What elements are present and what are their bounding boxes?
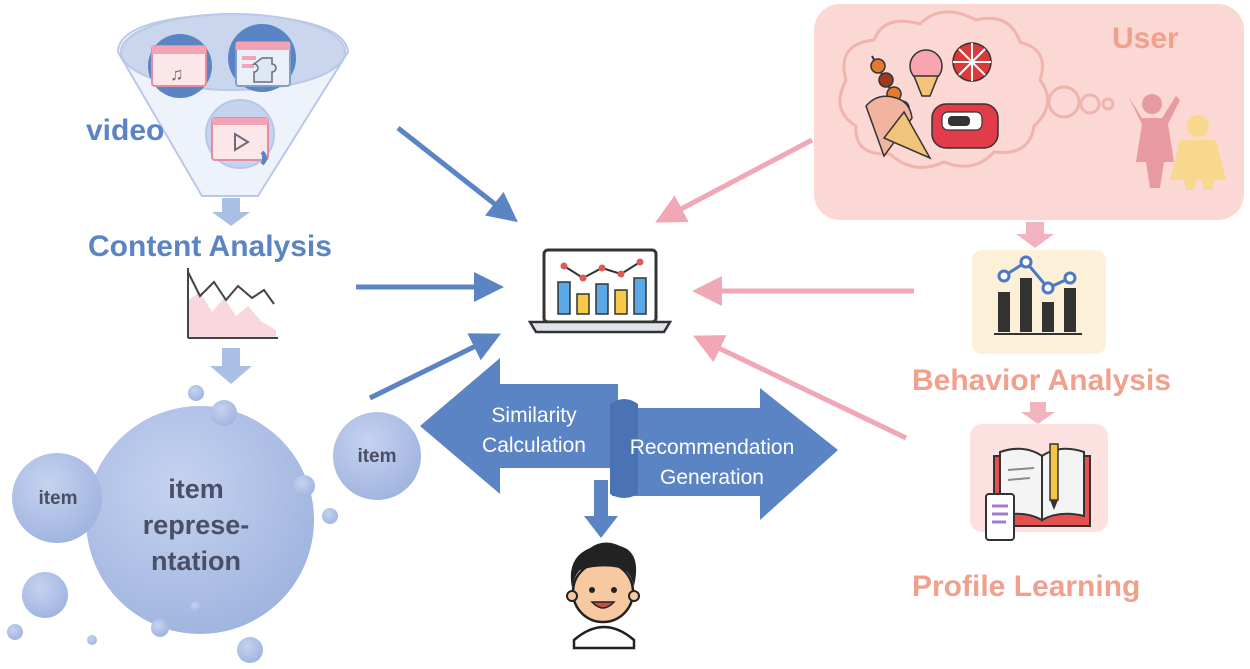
item-bubbles — [7, 385, 421, 663]
arrow-item-to-system — [368, 333, 501, 401]
music-video-icon: ♫ — [148, 34, 212, 98]
item-rep-line3: ntation — [151, 546, 241, 576]
down-arrow-icon — [1016, 222, 1054, 248]
down-arrow-icon — [212, 198, 250, 226]
item-label-mid: item — [357, 446, 396, 467]
item-rep-line1: item — [168, 474, 224, 504]
down-arrow-icon — [584, 480, 618, 538]
item-rep-line2: represe- — [143, 510, 250, 540]
similarity-line2: Calculation — [482, 434, 586, 457]
two-people-icon — [1128, 94, 1226, 190]
play-video-icon — [205, 99, 275, 169]
arrow-video-to-system — [396, 126, 518, 223]
profile-learning-label: Profile Learning — [912, 570, 1140, 603]
person-avatar-icon — [566, 542, 640, 650]
user-label: User — [1112, 22, 1179, 55]
laptop-chart-icon — [527, 248, 673, 334]
behavior-card — [972, 250, 1106, 354]
bar-chart-icon — [994, 255, 1082, 335]
similarity-line1: Similarity — [491, 404, 577, 427]
behavior-analysis-label: Behavior Analysis — [912, 364, 1171, 397]
puzzle-video-icon — [228, 24, 296, 92]
food-icons — [865, 42, 999, 160]
arrow-user-to-system — [655, 137, 814, 223]
item-label-left: item — [38, 488, 77, 509]
recommendation-line2: Generation — [660, 466, 764, 489]
book-pencil-icon — [985, 443, 1091, 541]
down-arrow-icon — [210, 348, 252, 384]
similarity-recommendation-arrow — [420, 358, 838, 520]
down-arrow-icon — [1021, 402, 1055, 424]
arrow-profile-to-system — [692, 335, 908, 441]
recommendation-line1: Recommendation — [630, 436, 795, 459]
video-label: video — [86, 114, 164, 147]
area-chart-icon — [187, 268, 278, 339]
content-analysis-label: Content Analysis — [88, 230, 332, 263]
svg-text:♫: ♫ — [170, 64, 184, 84]
